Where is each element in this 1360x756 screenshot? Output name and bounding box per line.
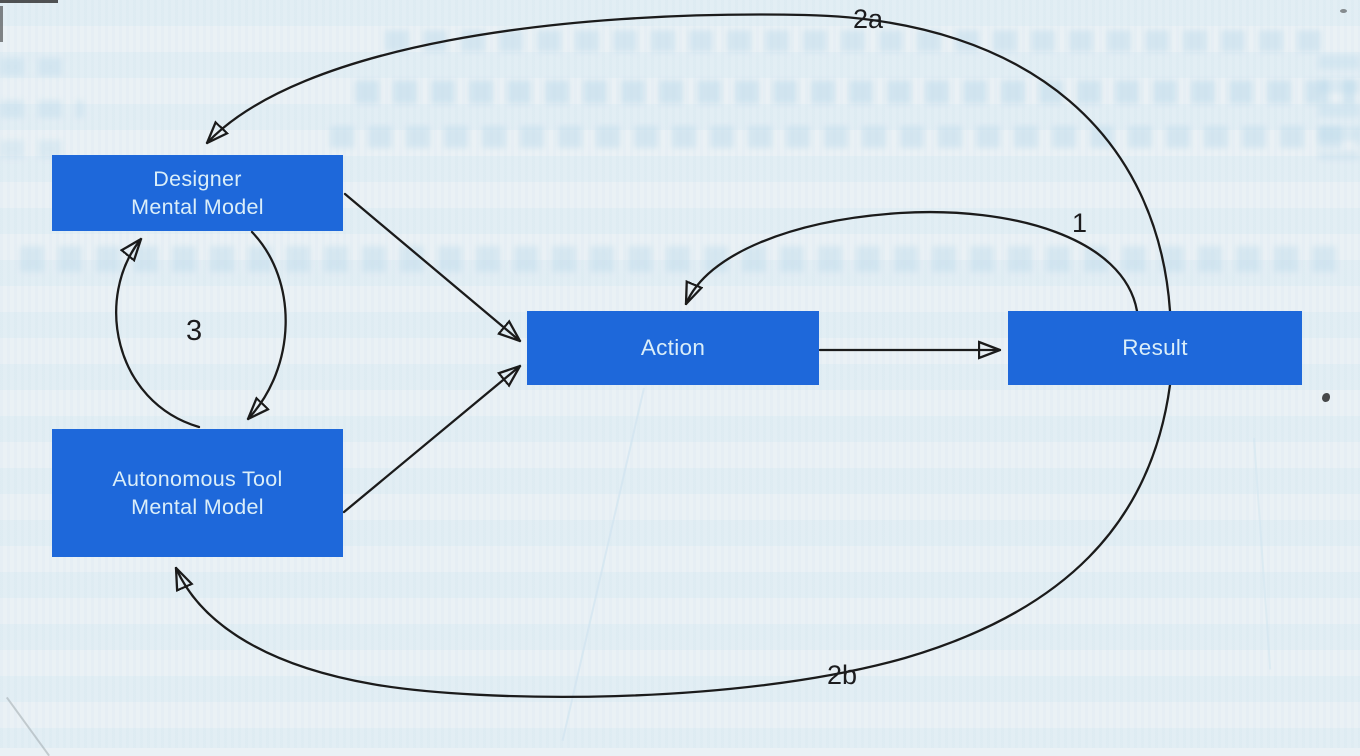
edge-label-2b: 2b <box>827 660 858 690</box>
ghost-text-artifact <box>385 30 1335 52</box>
node-label-line: Mental Model <box>131 195 264 219</box>
edge-designer-to-autonomous-3 <box>248 230 287 419</box>
node-label-line: Mental Model <box>131 495 264 519</box>
edge-result-to-autonomous-2b <box>176 383 1172 699</box>
node-label-line: Result <box>1122 335 1188 361</box>
node-label-line: Designer <box>153 166 242 191</box>
node-action: Action <box>527 311 819 385</box>
ghost-text-artifact <box>1318 55 1360 160</box>
scan-speck <box>1322 393 1330 402</box>
node-autonomous-tool-mental-model: Autonomous Tool Mental Model <box>52 429 343 557</box>
node-designer-mental-model: Designer Mental Model <box>52 155 343 231</box>
edge-label-1: 1 <box>1072 208 1088 238</box>
scan-speck <box>1340 9 1347 13</box>
ghost-text-artifact <box>355 80 1355 104</box>
scan-speck <box>0 6 3 42</box>
scan-speck <box>0 0 58 3</box>
edge-result-to-action-loop-1 <box>686 210 1139 313</box>
ghost-text-artifact <box>0 140 64 158</box>
node-label-line: Autonomous Tool <box>112 466 283 491</box>
ghost-text-artifact <box>20 246 1350 272</box>
edge-autonomous-to-action <box>342 366 520 514</box>
node-label-line: Action <box>640 335 706 361</box>
edge-label-2a: 2a <box>853 4 884 34</box>
edge-label-3: 3 <box>186 315 203 347</box>
edge-autonomous-to-designer-3 <box>115 239 201 429</box>
node-result: Result <box>1008 311 1302 385</box>
ghost-text-artifact <box>0 58 74 76</box>
ghost-text-artifact <box>0 100 84 118</box>
edge-result-to-designer-2a <box>207 13 1172 313</box>
edge-designer-to-action <box>343 192 520 341</box>
ghost-text-artifact <box>330 126 1360 148</box>
